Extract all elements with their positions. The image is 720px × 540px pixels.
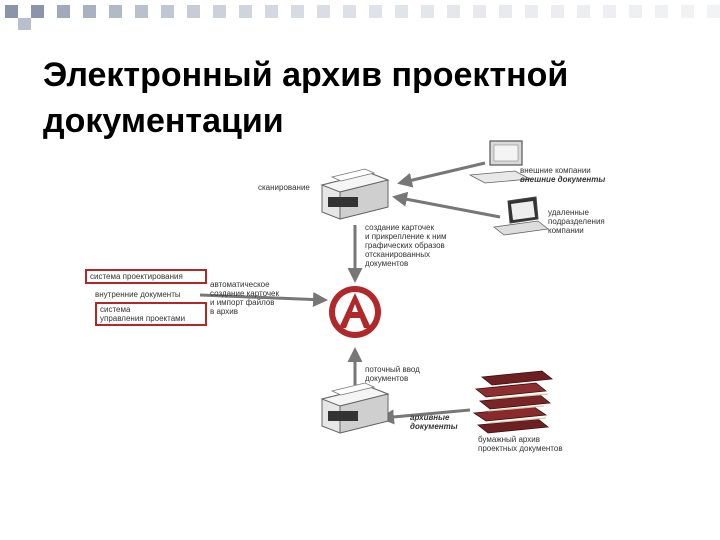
arrow-external-to-scanner [397, 161, 486, 188]
square [551, 5, 564, 18]
square [18, 18, 31, 30]
scanner-bottom-icon [320, 382, 390, 434]
square [109, 5, 122, 18]
square [499, 5, 512, 18]
square [525, 5, 538, 18]
remote-divisions-label: удаленные подразделения компании [548, 208, 605, 235]
arrow-systems-to-archive [199, 292, 328, 308]
archive-logo [329, 286, 381, 338]
square [239, 5, 252, 18]
square [161, 5, 174, 18]
paper-archive-icon [472, 370, 554, 434]
square [369, 5, 382, 18]
archive-documents-label: архивные документы [410, 413, 458, 431]
scanner-top-icon [320, 168, 390, 220]
square [57, 5, 70, 18]
square [577, 5, 590, 18]
square [31, 5, 44, 18]
square [343, 5, 356, 18]
square [317, 5, 330, 18]
design-system-box: система проектирования [85, 269, 207, 284]
square [213, 5, 226, 18]
square [5, 5, 18, 18]
square [603, 5, 616, 18]
square [83, 5, 96, 18]
auto-creation-label: автоматическое создание карточек и импор… [210, 280, 279, 316]
external-companies-label: внешние компании [520, 166, 591, 175]
square [447, 5, 460, 18]
stream-input-label: поточный ввод документов [365, 365, 420, 383]
square [187, 5, 200, 18]
square [629, 5, 642, 18]
internal-documents-label: внутренние документы [95, 290, 181, 299]
square [291, 5, 304, 18]
square [135, 5, 148, 18]
project-management-box: система управления проектами [95, 302, 207, 326]
square [681, 5, 694, 18]
square [655, 5, 668, 18]
square [473, 5, 486, 18]
square [421, 5, 434, 18]
archive-diagram: сканирование внешние компании внешние до… [60, 135, 660, 465]
square [707, 5, 720, 18]
monitor-icon [468, 140, 532, 184]
slide-title: Электронный архив проектной документации [43, 56, 569, 140]
arrow-paper-to-scanner [379, 408, 471, 425]
decorative-squares [0, 0, 720, 30]
laptop-icon [493, 196, 549, 236]
square [395, 5, 408, 18]
arrow-remote-to-scanner [392, 191, 501, 219]
diagram-graphics [199, 140, 554, 434]
square [265, 5, 278, 18]
paper-archive-label: бумажный архив проектных документов [478, 435, 563, 453]
card-creation-label: создание карточек и прикрепление к ним г… [365, 223, 447, 268]
scanning-label: сканирование [258, 183, 310, 192]
external-documents-label: внешние документы [520, 175, 606, 184]
